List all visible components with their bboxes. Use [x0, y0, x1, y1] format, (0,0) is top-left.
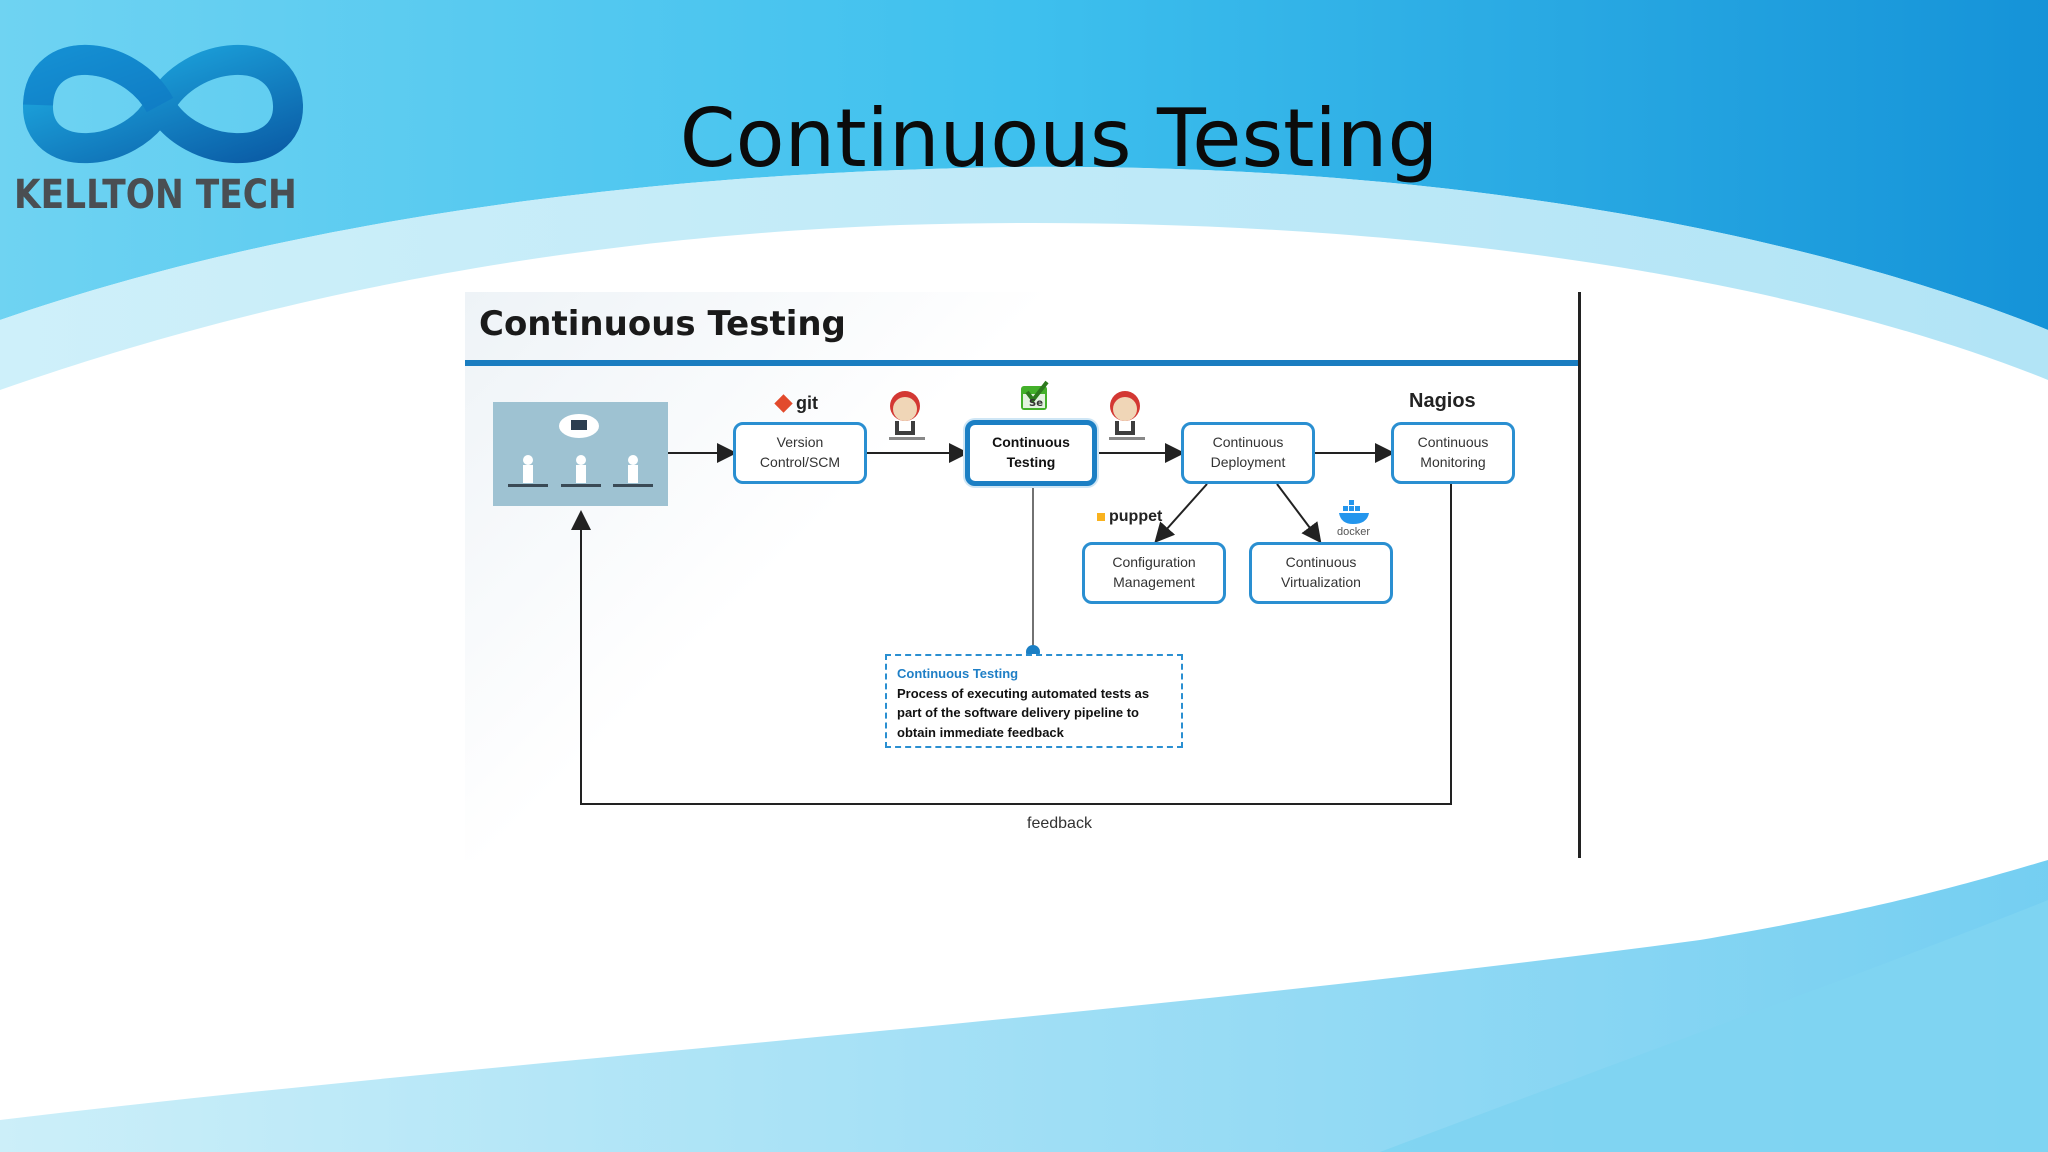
node-continuous-monitoring: Continuous Monitoring — [1391, 422, 1515, 484]
node-configuration-management: Configuration Management — [1082, 542, 1226, 604]
title-divider — [465, 360, 1579, 366]
node-continuous-testing: Continuous Testing — [965, 420, 1097, 486]
diagram-title: Continuous Testing — [479, 304, 846, 344]
logo-wordmark: KELLTON TECH — [14, 172, 297, 218]
git-logo-icon: git — [774, 392, 818, 414]
puppet-logo: puppet — [1097, 508, 1162, 526]
team-workstations-icon — [493, 402, 668, 506]
puppet-label: puppet — [1109, 508, 1163, 525]
node-version-control: Version Control/SCM — [733, 422, 867, 484]
panel-right-border — [1578, 292, 1581, 858]
node-continuous-virtualization: Continuous Virtualization — [1249, 542, 1393, 604]
docker-label: docker — [1337, 526, 1371, 538]
git-label: git — [796, 392, 818, 413]
infinity-logo-icon — [23, 44, 303, 164]
continuous-testing-tooltip: Continuous Testing Process of executing … — [885, 654, 1183, 748]
docker-logo-icon — [1339, 500, 1369, 524]
selenium-logo-icon: Se — [1021, 380, 1049, 410]
nagios-logo: Nagios — [1409, 390, 1476, 412]
feedback-label: feedback — [1027, 815, 1092, 832]
node-continuous-deployment: Continuous Deployment — [1181, 422, 1315, 484]
diagram-connectors — [571, 443, 1452, 805]
selenium-label: Se — [1029, 398, 1043, 409]
page-title: Continuous Testing — [679, 92, 1439, 185]
tooltip-title: Continuous Testing — [897, 666, 1019, 681]
diagram-panel: Continuous Testing — [465, 292, 1579, 860]
jenkins-logo-icon-2 — [1109, 391, 1145, 440]
tooltip-body: Process of executing automated tests as … — [897, 685, 1150, 740]
jenkins-logo-icon — [889, 391, 925, 440]
